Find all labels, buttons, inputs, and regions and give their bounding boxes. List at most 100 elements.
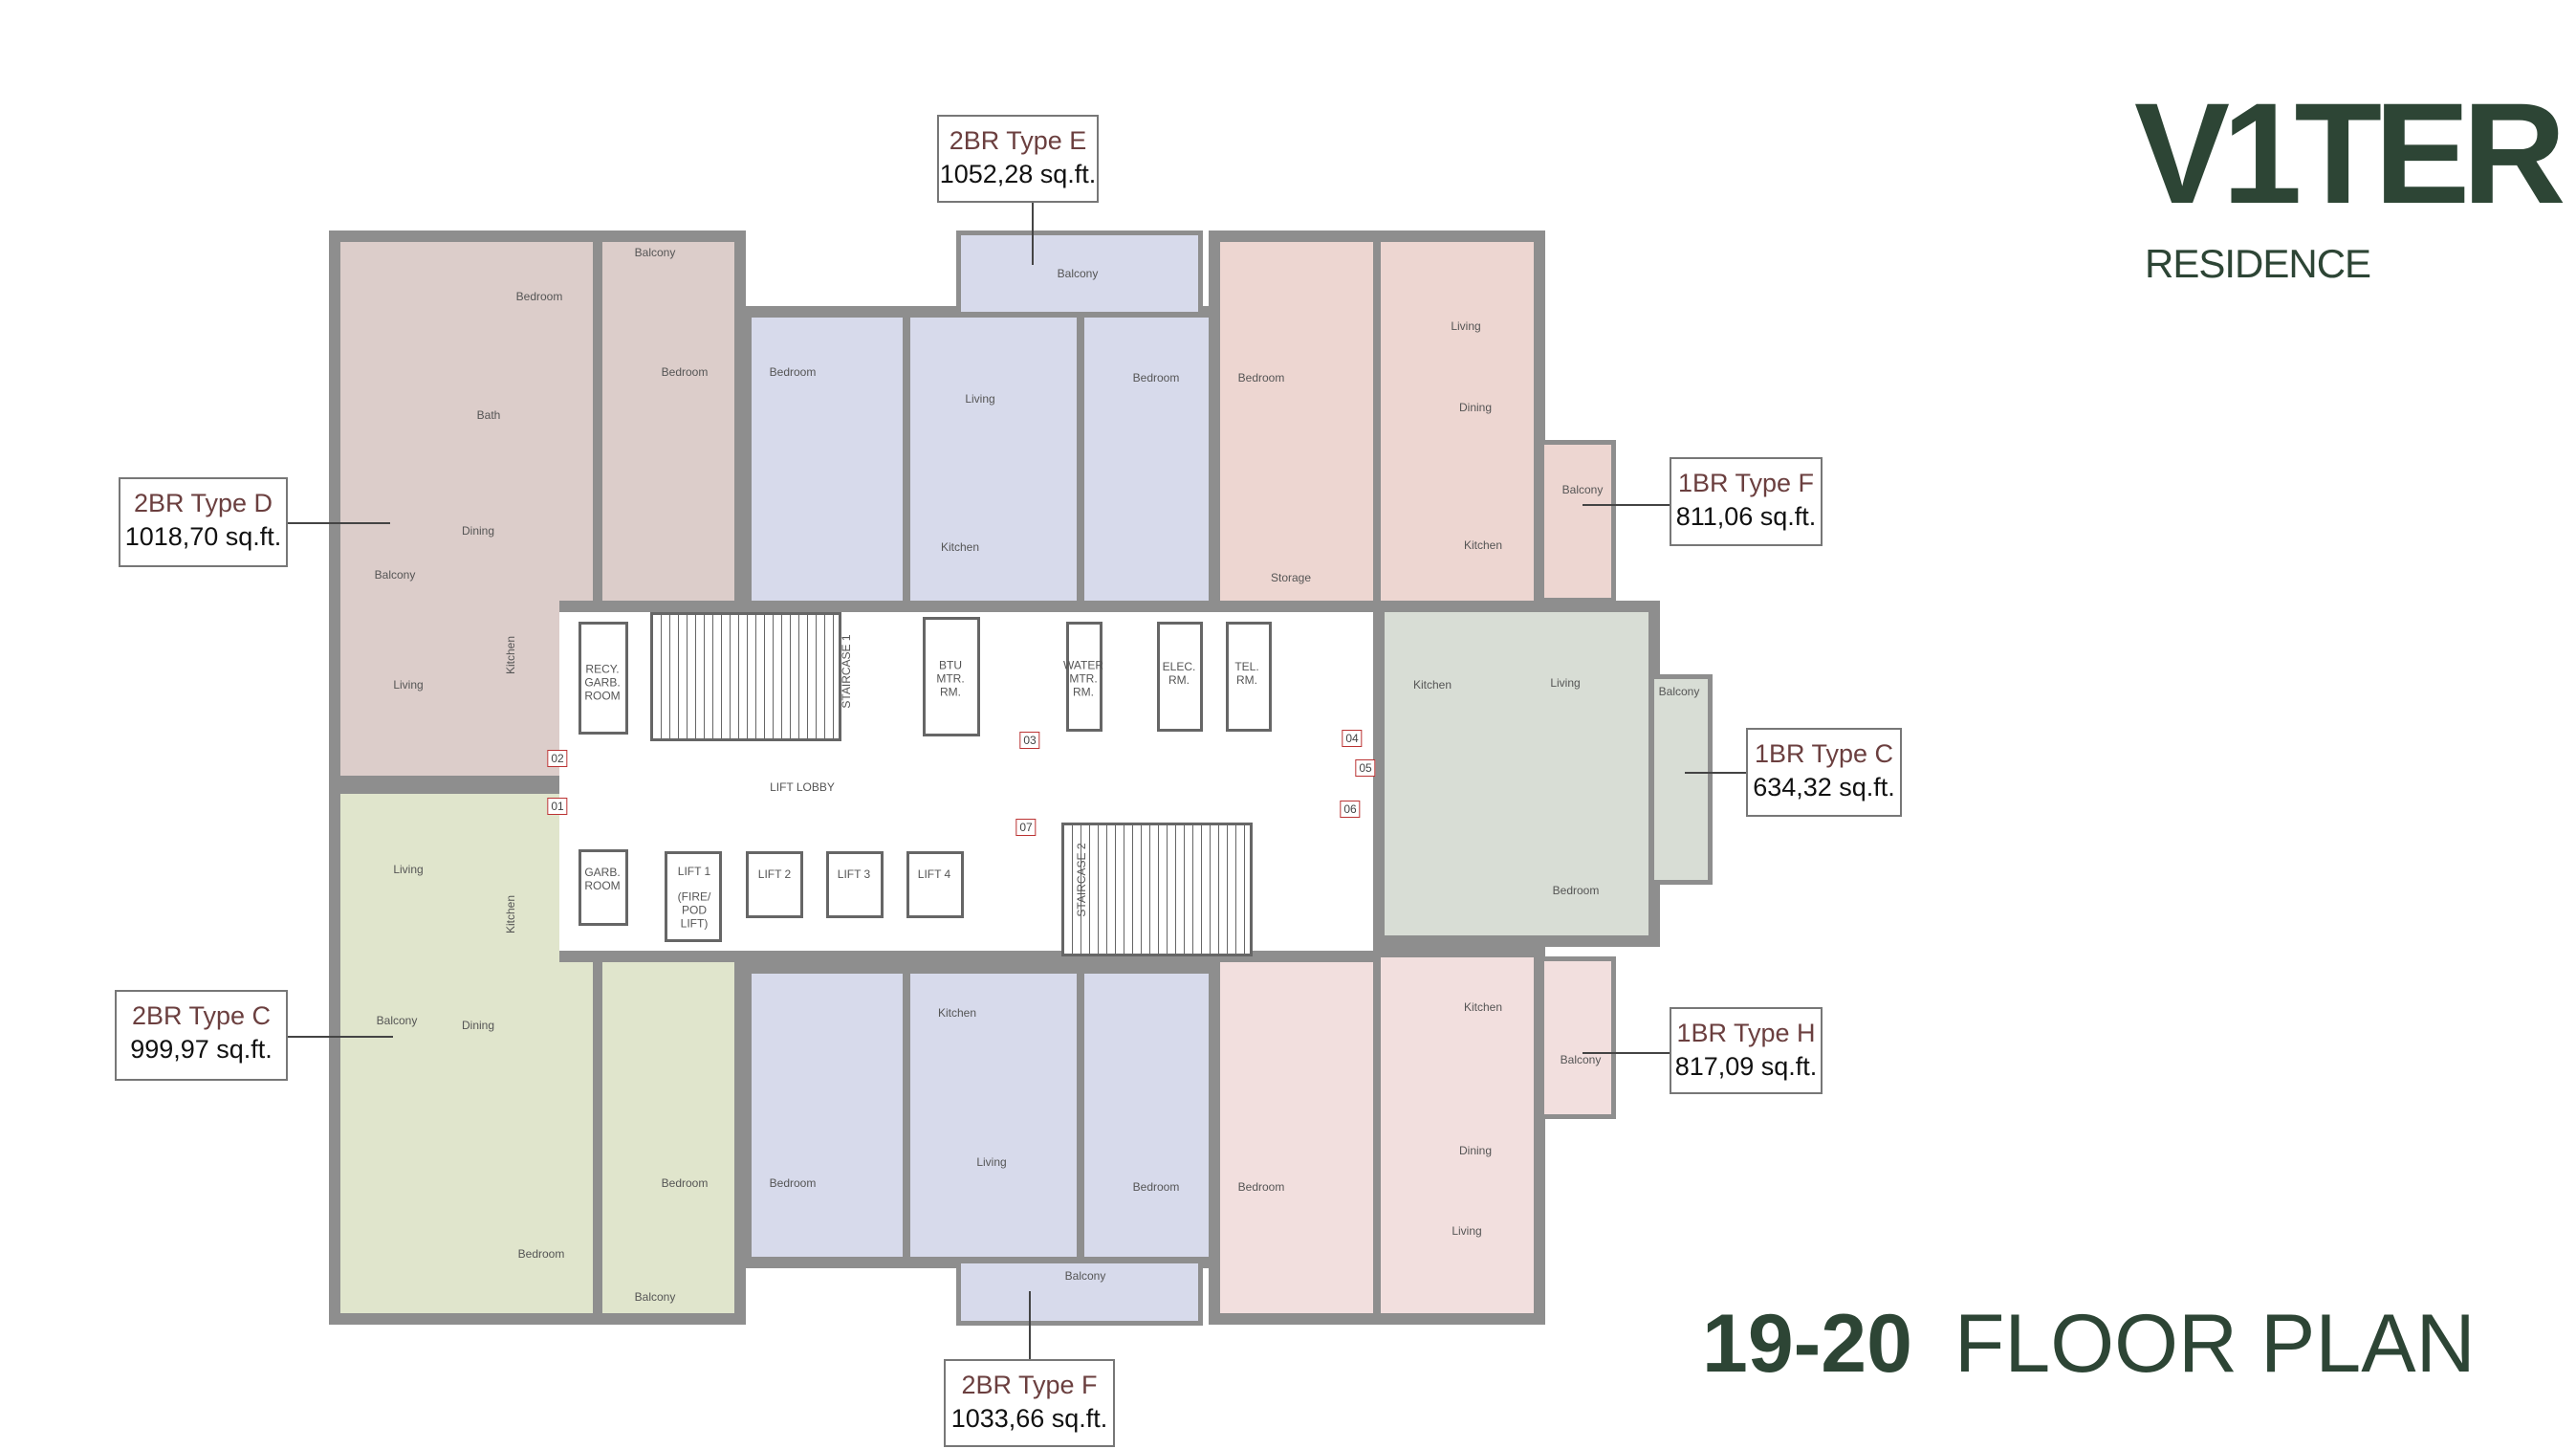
room-label: Storage — [1270, 571, 1312, 585]
room-label: Balcony — [634, 1290, 676, 1305]
unit-2br-type-d[interactable] — [329, 231, 746, 787]
core-label: STAIRCASE 1 — [840, 634, 854, 709]
lift-3[interactable] — [826, 851, 884, 918]
core-label: BTU MTR. RM. — [936, 658, 965, 698]
room-label: Living — [393, 863, 424, 877]
unit-label-2br-type-e: 2BR Type E 1052,28 sq.ft. — [937, 115, 1099, 203]
room-label: Kitchen — [1463, 1000, 1503, 1015]
core-label: GARB. ROOM — [584, 866, 621, 892]
leader-line — [1583, 504, 1670, 506]
room-label: Bedroom — [661, 1176, 709, 1191]
room-label: Living — [393, 678, 424, 692]
core-label: WATER MTR. RM. — [1063, 658, 1103, 698]
staircase-1 — [650, 612, 841, 741]
wall — [903, 316, 910, 603]
room-label: Dining — [1458, 401, 1493, 415]
room-label: Living — [965, 392, 995, 406]
leader-line — [288, 522, 390, 524]
core-label: LIFT 3 — [837, 867, 871, 882]
unit-area: 1033,66 sq.ft. — [950, 1404, 1108, 1433]
unit-2br-type-e[interactable] — [740, 306, 1250, 612]
room-label: Bedroom — [1237, 371, 1285, 385]
unit-2br-type-f[interactable] — [740, 962, 1250, 1268]
tel-room — [1226, 622, 1272, 732]
unit-type: 1BR Type H — [1676, 1019, 1816, 1047]
unit-label-2br-type-d: 2BR Type D 1018,70 sq.ft. — [119, 477, 288, 567]
door-tag: 03 — [1019, 732, 1040, 749]
room-label: Living — [1550, 676, 1581, 691]
room-label: Bedroom — [1132, 1180, 1180, 1195]
unit-1br-type-c-balcony — [1649, 674, 1713, 885]
room-label: Balcony — [1658, 685, 1700, 699]
core-label: RECY. GARB. ROOM — [584, 662, 621, 702]
lift-lobby-label: LIFT LOBBY — [770, 780, 835, 795]
unit-1br-type-f-balcony — [1539, 440, 1616, 603]
door-tag: 06 — [1340, 801, 1361, 818]
water-room — [1066, 622, 1102, 732]
leader-line — [1032, 203, 1034, 265]
room-label: Bath — [476, 408, 501, 423]
staircase-2 — [1061, 823, 1253, 956]
wall — [1373, 231, 1381, 604]
unit-area: 1018,70 sq.ft. — [124, 522, 282, 551]
unit-type: 2BR Type E — [949, 126, 1087, 155]
core-label: LIFT 2 — [757, 867, 792, 882]
room-label: Bedroom — [1237, 1180, 1285, 1195]
wall — [593, 231, 602, 604]
room-label: Kitchen — [504, 635, 518, 675]
room-label: Dining — [461, 524, 495, 538]
brand-logo: V1TER — [2134, 73, 2565, 233]
room-label: Bedroom — [769, 1176, 817, 1191]
door-tag: 01 — [547, 798, 568, 815]
room-label: Dining — [1458, 1144, 1493, 1158]
unit-label-1br-type-c: 1BR Type C 634,32 sq.ft. — [1746, 728, 1902, 817]
brand-subtitle: RESIDENCE — [2145, 241, 2371, 286]
floor-plan-label: FLOOR PLAN — [1954, 1298, 2476, 1390]
unit-label-1br-type-h: 1BR Type H 817,09 sq.ft. — [1670, 1007, 1823, 1094]
door-tag: 05 — [1355, 759, 1376, 777]
page-title: 19-20 FLOOR PLAN — [1702, 1303, 2476, 1385]
leader-line — [288, 1036, 393, 1038]
room-label: Bedroom — [515, 290, 563, 304]
lift-1[interactable] — [665, 851, 722, 942]
unit-type: 2BR Type D — [133, 489, 273, 517]
room-label: Kitchen — [937, 1006, 977, 1021]
wall — [1077, 316, 1084, 603]
room-label: Balcony — [1560, 1053, 1602, 1067]
core-label: LIFT 1 — [677, 865, 711, 879]
room-label: Balcony — [1561, 483, 1604, 497]
room-label: Bedroom — [769, 365, 817, 380]
room-label: Balcony — [1064, 1269, 1106, 1284]
room-label: Balcony — [376, 1014, 418, 1028]
unit-area: 999,97 sq.ft. — [130, 1035, 273, 1064]
leader-line — [1029, 1291, 1031, 1359]
room-label: Balcony — [374, 568, 416, 582]
room-label: Bedroom — [517, 1247, 565, 1262]
room-label: Bedroom — [1132, 371, 1180, 385]
unit-area: 1052,28 sq.ft. — [939, 160, 1097, 188]
core-label: LIFT 4 — [917, 867, 951, 882]
unit-1br-type-h-balcony — [1539, 956, 1616, 1119]
room-label: Living — [1452, 1224, 1482, 1239]
room-label: Kitchen — [940, 540, 980, 555]
leader-line — [1583, 1052, 1670, 1054]
core-label: ELEC. RM. — [1162, 660, 1196, 687]
leader-line — [1685, 772, 1746, 774]
unit-type: 2BR Type F — [961, 1371, 1098, 1399]
unit-1br-type-c[interactable] — [1373, 601, 1660, 947]
room-label: Kitchen — [1463, 538, 1503, 553]
door-tag: 07 — [1015, 819, 1037, 836]
unit-2br-type-e-balcony — [956, 231, 1203, 317]
core-label: (FIRE/ POD LIFT) — [677, 889, 711, 930]
room-label: Kitchen — [1412, 678, 1452, 692]
unit-type: 1BR Type C — [1754, 739, 1894, 768]
lift-2[interactable] — [746, 851, 803, 918]
room-label: Bedroom — [661, 365, 709, 380]
unit-area: 634,32 sq.ft. — [1753, 773, 1895, 801]
btu-room — [923, 617, 980, 736]
room-label: Dining — [461, 1019, 495, 1033]
lift-4[interactable] — [906, 851, 964, 918]
unit-2br-type-f-balcony — [956, 1259, 1203, 1326]
recy-garb-room — [579, 622, 628, 735]
wall — [903, 962, 910, 1259]
